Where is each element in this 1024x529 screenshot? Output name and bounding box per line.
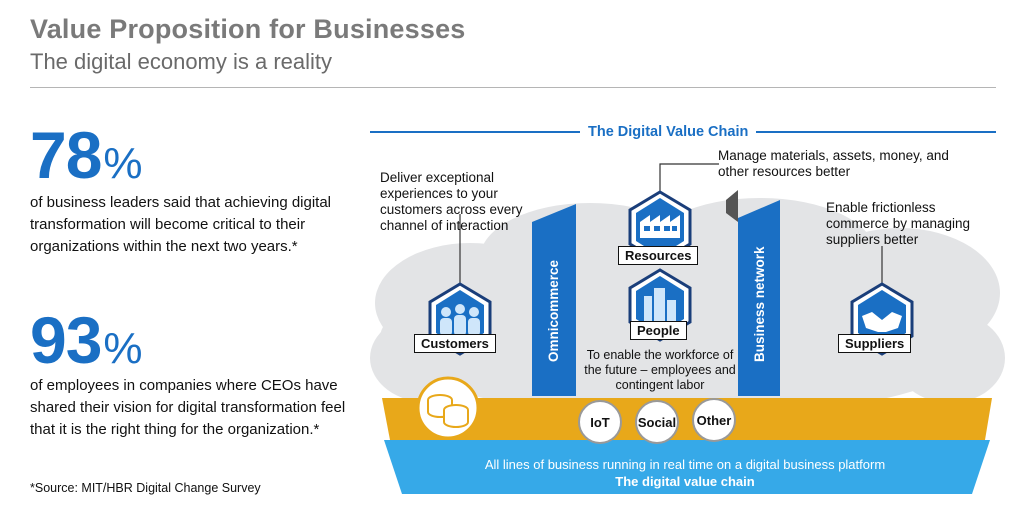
header-divider [30,87,996,88]
business-network-arrow [738,200,780,396]
customers-label: Customers [414,334,496,353]
page-title: Value Proposition for Businesses [30,14,466,44]
suppliers-description: Enable frictionless commerce by managing… [826,200,971,247]
stat-78-number: 78% [30,118,143,192]
platform-gold-bar [382,398,992,440]
platform-blue-bar [384,440,990,494]
suppliers-label: Suppliers [838,334,912,353]
business-network-label: Business network [752,246,767,362]
stat-93-number: 93% [30,303,143,377]
chain-title: The Digital Value Chain [580,124,757,140]
business-network-arrow-shadow [726,190,738,222]
omnicommerce-arrow [532,204,576,396]
page-subtitle: The digital economy is a reality [30,49,333,74]
iot-circle: IoT [578,400,622,444]
omnicommerce-label: Omnicommerce [546,259,561,362]
source-footnote: *Source: MIT/HBR Digital Change Survey [30,481,261,495]
digital-value-chain-diagram: The Digital Value Chain Deliver exceptio… [360,118,1010,508]
other-circle: Other [692,398,736,442]
people-label: People [630,321,687,340]
social-circle: Social [635,400,679,444]
customers-description: Deliver exceptional experiences to your … [380,170,523,233]
resources-icon [628,190,692,264]
stat-78-text: of business leaders said that achieving … [30,194,332,255]
database-icon [416,376,480,440]
resources-description: Manage materials, assets, money, and oth… [718,148,949,179]
stat-93-text: of employees in companies where CEOs hav… [30,377,346,438]
people-description: To enable the workforce of the future – … [584,348,736,392]
resources-label: Resources [618,246,699,265]
platform-caption: The digital value chain [615,474,755,489]
platform-description: All lines of business running in real ti… [484,457,886,472]
